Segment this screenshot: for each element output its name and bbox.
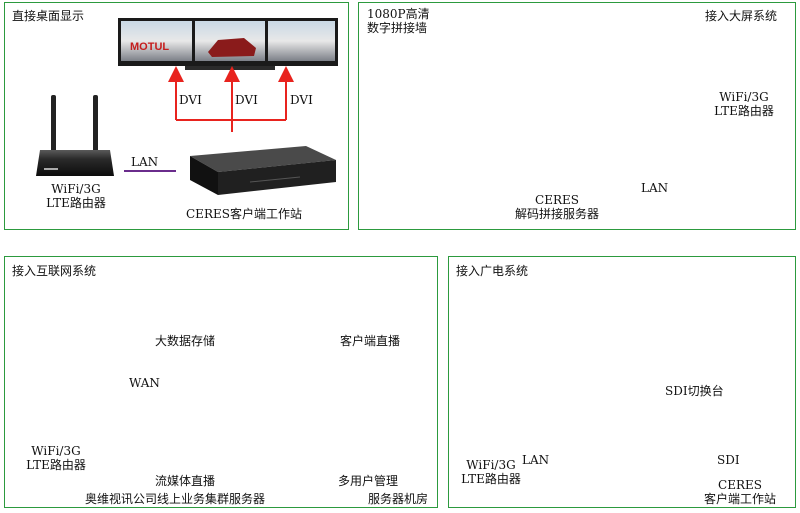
- svg-text:MOTUL: MOTUL: [130, 41, 169, 53]
- switcher-label: SDI切换台: [665, 384, 724, 398]
- router-label-line1: WiFi/3G: [719, 90, 769, 104]
- wan-label: WAN: [129, 376, 160, 390]
- dvi-label-3: DVI: [290, 93, 313, 107]
- panel-title-desktop: 直接桌面显示: [12, 9, 85, 23]
- bigdata-label: 大数据存储: [155, 334, 216, 348]
- panel-title-broadcast: 接入广电系统: [456, 264, 529, 278]
- streaming-label: 流媒体直播: [155, 474, 216, 488]
- lan-label: LAN: [131, 155, 159, 169]
- router-label-line1: WiFi/3G: [466, 458, 516, 472]
- router-label-line2: LTE路由器: [46, 196, 106, 210]
- dvi-label-1: DVI: [179, 93, 202, 107]
- panel-title-bigscreen: 接入大屏系统: [705, 9, 778, 23]
- triple-monitor-icon: MOTUL: [118, 18, 338, 70]
- router-label-line1: WiFi/3G: [51, 182, 101, 196]
- decoder-server-label-line2: 解码拼接服务器: [514, 207, 599, 221]
- panel-internet: [4, 256, 438, 508]
- client-live-label: 客户端直播: [340, 334, 401, 348]
- sdi-label: SDI: [717, 453, 740, 467]
- lan-label: LAN: [641, 181, 669, 195]
- workstation-label-line1: CERES: [718, 478, 762, 492]
- panel-broadcast: [448, 256, 796, 508]
- dvi-label-2: DVI: [235, 93, 258, 107]
- wall-label-line2: 数字拼接墙: [367, 21, 428, 35]
- router-label-line2: LTE路由器: [26, 458, 86, 472]
- lan-label: LAN: [522, 453, 550, 467]
- dvi-connectors: [168, 66, 294, 132]
- workstation-label: CERES客户端工作站: [186, 207, 302, 221]
- decoder-server-label-line1: CERES: [535, 193, 579, 207]
- panel-big-screen: [358, 2, 796, 230]
- workstation-label-line2: 客户端工作站: [703, 492, 776, 506]
- workstation-box-icon: [190, 146, 336, 195]
- multiuser-label: 多用户管理: [338, 474, 399, 488]
- wifi-router-icon: [36, 95, 114, 176]
- router-label-line2: LTE路由器: [461, 472, 521, 486]
- server-room-label: 服务器机房: [368, 492, 429, 506]
- router-label-line1: WiFi/3G: [31, 444, 81, 458]
- router-label-line2: LTE路由器: [714, 104, 774, 118]
- panel-title-internet: 接入互联网系统: [12, 264, 97, 278]
- wall-label-line1: 1080P高清: [367, 7, 430, 21]
- cluster-label: 奥维视讯公司线上业务集群服务器: [85, 492, 266, 506]
